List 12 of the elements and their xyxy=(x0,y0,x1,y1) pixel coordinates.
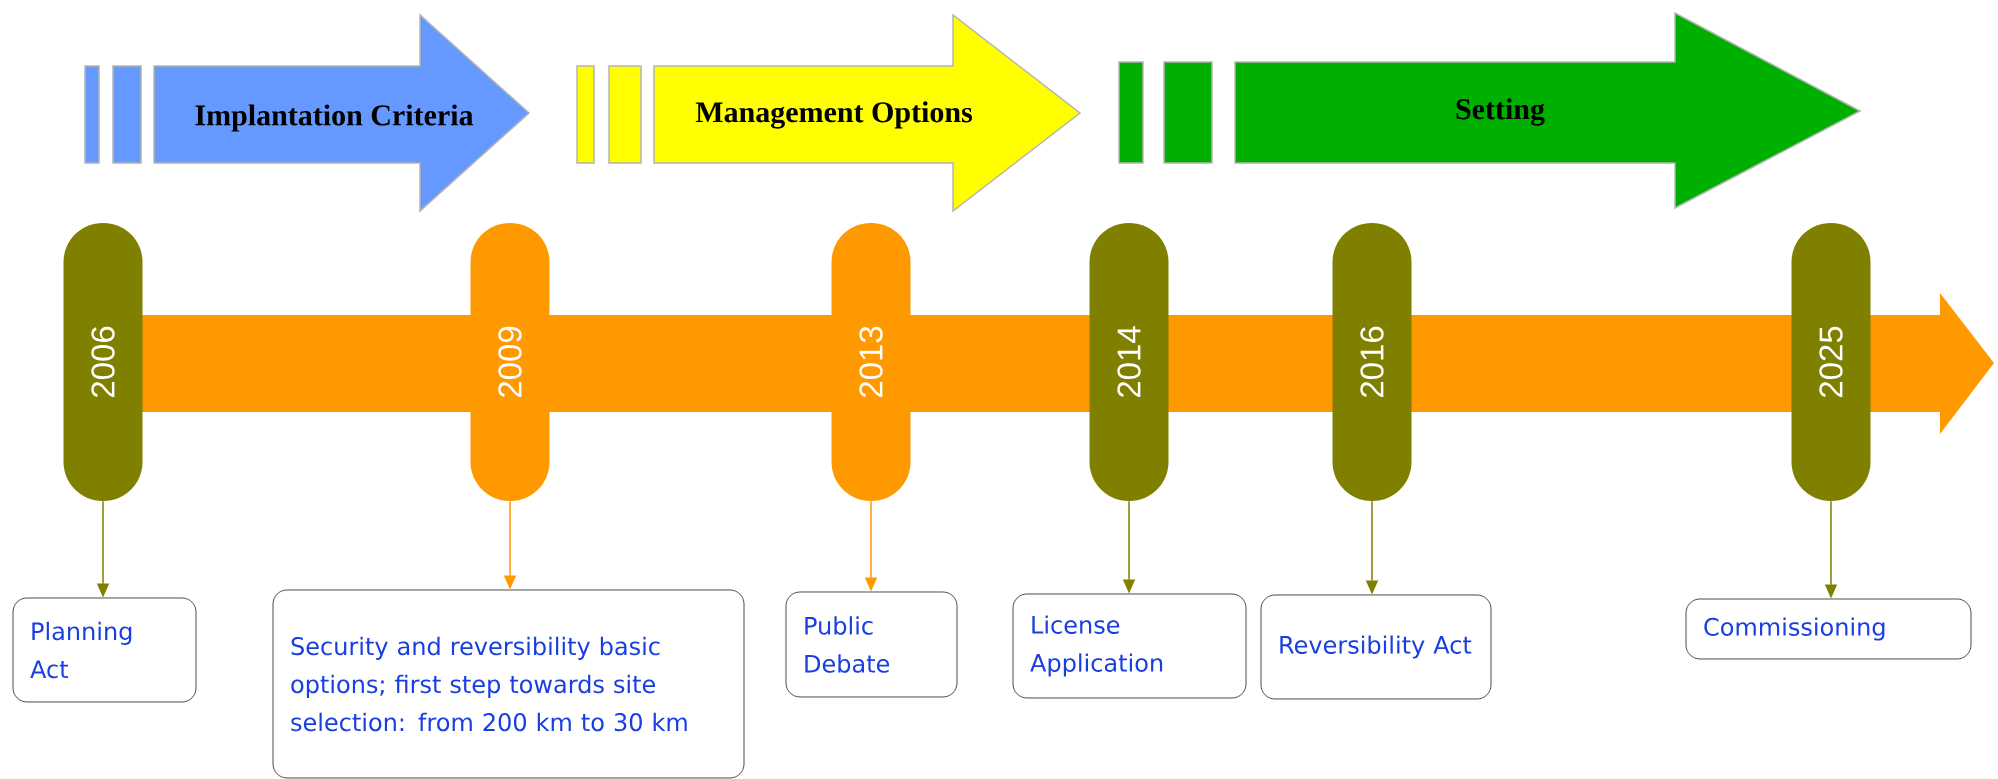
year-pill: 2014 xyxy=(1089,223,1169,501)
event-box: Public Debate xyxy=(785,591,958,698)
year-pill: 2009 xyxy=(470,223,550,501)
event-box: Commissioning xyxy=(1685,598,1972,660)
year-pill: 2006 xyxy=(63,223,143,501)
event-box: Planning Act xyxy=(12,597,197,703)
event-box: Security and reversibility basic options; first step towards site selection: from 200 km to 30 km xyxy=(272,589,745,779)
year-pill: 2025 xyxy=(1791,223,1871,501)
year-pill: 2016 xyxy=(1332,223,1412,501)
year-pill: 2013 xyxy=(831,223,911,501)
event-box: Reversibility Act xyxy=(1260,594,1492,700)
event-box: License Application xyxy=(1012,593,1247,699)
